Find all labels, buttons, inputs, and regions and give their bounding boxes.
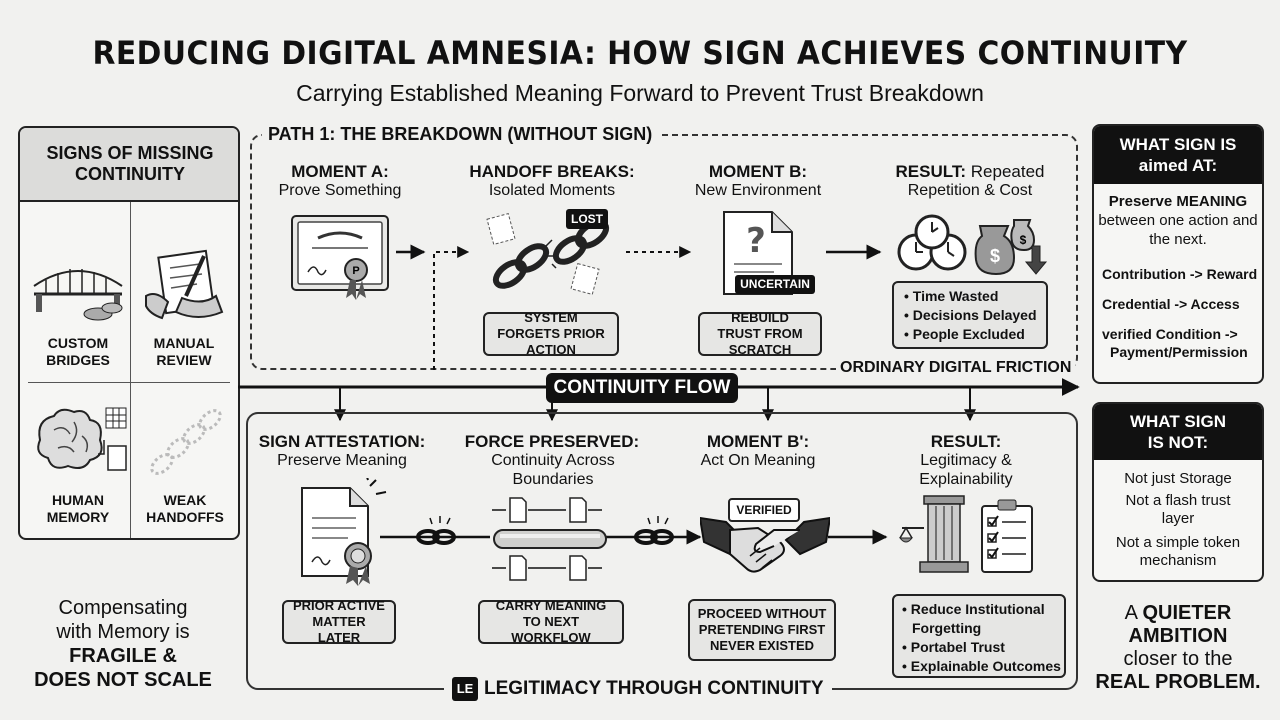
uncertain-badge: UNCERTAIN: [735, 275, 815, 294]
left-footer-line3: FRAGILE &: [69, 645, 177, 667]
pillar-checklist-icon: [898, 495, 1033, 573]
right-footer-line2: AMBITION: [1128, 625, 1228, 647]
moment-b-prime-title: MOMENT B':: [706, 432, 810, 451]
left-panel-divider-h: [28, 382, 230, 383]
result-bold: RESULT:: [895, 162, 967, 181]
handoff-breaks-title: HANDOFF BREAKS:: [469, 162, 635, 181]
right-footer-quieter: QUIETER: [1142, 602, 1232, 624]
legitimacy-label: LEGITIMACY THROUGH CONTINUITY: [484, 678, 824, 699]
moment-a-title: MOMENT A:: [291, 162, 389, 181]
hand-writing-icon: [145, 249, 224, 320]
page-subtitle: Carrying Established Meaning Forward to …: [296, 80, 984, 106]
moment-a-sub: Prove Something: [278, 182, 402, 199]
proceed-tag: PROCEED WITHOUT PRETENDING FIRST NEVER E…: [688, 599, 836, 661]
moment-b-prime-sub: Act On Meaning: [700, 452, 816, 469]
result-item-time: • Time Wasted: [904, 288, 999, 304]
result2-item-portable: • Portabel Trust: [902, 639, 1005, 655]
sealed-document-icon: [301, 478, 387, 586]
result-path2-list: • Reduce Institutional Forgetting • Port…: [892, 594, 1066, 678]
friction-label: ORDINARY DIGITAL FRICTION: [836, 359, 1076, 377]
sign-attestation-sub: Preserve Meaning: [277, 452, 407, 469]
is-not-item-storage: Not just Storage: [1124, 470, 1232, 487]
aimed-at-lead-rest: between one action and the next.: [1098, 212, 1258, 248]
handoff-breaks-sub: Isolated Moments: [488, 182, 616, 199]
left-panel: SIGNS OF MISSING CONTINUITY CUSTOM BRIDG…: [18, 126, 240, 540]
aimed-at-panel: WHAT SIGN IS aimed AT: Preserve MEANING …: [1092, 124, 1264, 384]
result2-item-explainable: • Explainable Outcomes: [902, 658, 1061, 674]
result-path1-sub: Repetition & Cost: [907, 182, 1033, 199]
left-footer-line4: DOES NOT SCALE: [34, 669, 212, 691]
is-not-panel: WHAT SIGN IS NOT: Not just Storage Not a…: [1092, 402, 1264, 582]
legitimacy-label-wrap: LE LEGITIMACY THROUGH CONTINUITY: [444, 676, 832, 702]
result-path2-sub: Legitimacy & Explainability: [919, 452, 1013, 488]
aimed-at-lead-bold: Preserve MEANING: [1108, 193, 1248, 210]
right-footer-line1: A QUIETER: [1088, 602, 1268, 625]
right-footer-line3: closer to the: [1123, 648, 1233, 670]
aimed-item-contribution: Contribution -> Reward: [1102, 266, 1258, 282]
carry-meaning-tag: CARRY MEANING TO NEXT WORKFLOW: [478, 598, 624, 645]
result-path2-title: RESULT:: [930, 432, 1002, 451]
result-item-people: • People Excluded: [904, 326, 1025, 342]
aimed-at-lead: Preserve MEANING between one action and …: [1098, 192, 1258, 249]
pipe-documents-icon: [492, 497, 607, 581]
moment-b-sub: New Environment: [694, 182, 822, 199]
svg-text:P: P: [352, 265, 359, 277]
path1-box: [250, 134, 1078, 370]
svg-text:$: $: [990, 246, 1000, 266]
legitimacy-badge: LE: [452, 677, 478, 701]
question-document-icon: ?: [723, 211, 793, 295]
human-memory-label: HUMAN MEMORY: [46, 492, 110, 525]
left-footer-line1: Compensating: [58, 597, 188, 619]
svg-text:$: $: [1020, 233, 1027, 247]
clocks-money-icon: $ $: [897, 214, 1048, 276]
bridge-icon: [33, 269, 123, 321]
prior-active-tag: PRIOR ACTIVE MATTER LATER: [282, 598, 396, 645]
aimed-item-credential: Credential -> Access: [1102, 296, 1240, 312]
path1-label: PATH 1: THE BREAKDOWN (WITHOUT SIGN): [262, 124, 659, 145]
brain-icon: [37, 407, 127, 471]
is-not-heading: WHAT SIGN IS NOT:: [1094, 404, 1262, 460]
right-footer-a: A: [1124, 602, 1143, 624]
result-item-decisions: • Decisions Delayed: [904, 307, 1037, 323]
aimed-item-payment: Payment/Permission: [1110, 344, 1248, 360]
certificate-icon: P: [291, 215, 389, 300]
right-footer-line4: REAL PROBLEM.: [1095, 671, 1261, 693]
continuity-flow-label: CONTINUITY FLOW: [546, 373, 738, 403]
left-footer: Compensating with Memory is FRAGILE & DO…: [18, 596, 228, 692]
rebuild-trust-tag: REBUILD TRUST FROM SCRATCH: [698, 310, 822, 357]
aimed-at-heading: WHAT SIGN IS aimed AT:: [1094, 126, 1262, 184]
left-panel-header: [20, 128, 238, 202]
right-footer: A QUIETER AMBITION closer to the REAL PR…: [1088, 602, 1268, 694]
left-panel-divider-v: [130, 202, 131, 538]
custom-bridges-label: CUSTOM BRIDGES: [46, 335, 110, 368]
is-not-item-token: Not a simple token mechanism: [1115, 534, 1241, 569]
result-rest: Repeated: [966, 162, 1045, 181]
faded-chain-icon: [150, 409, 222, 475]
page-title: REDUCING DIGITAL AMNESIA: HOW SIGN ACHIE…: [92, 34, 1188, 72]
handshake-icon: [700, 516, 830, 573]
result-path1-title: RESULT: Repeated: [880, 162, 1060, 182]
result2-item-reduce: • Reduce Institutional: [902, 601, 1045, 617]
svg-text:?: ?: [746, 221, 766, 261]
lost-badge: LOST: [566, 209, 608, 229]
sign-attestation-title: SIGN ATTESTATION:: [258, 432, 426, 451]
verified-badge: VERIFIED: [728, 498, 800, 522]
aimed-item-verified: verified Condition ->: [1102, 326, 1238, 342]
result2-item-forgetting: Forgetting: [912, 620, 982, 636]
moment-b-title: MOMENT B:: [708, 162, 808, 181]
system-forgets-tag: SYSTEM FORGETS PRIOR ACTION: [483, 310, 619, 357]
weak-handoffs-label: WEAK HANDOFFS: [146, 492, 224, 525]
force-preserved-sub: Continuity Across Boundaries: [491, 452, 615, 488]
left-footer-line2: with Memory is: [56, 621, 190, 643]
manual-review-label: MANUAL REVIEW: [153, 335, 215, 368]
left-panel-heading: SIGNS OF MISSING CONTINUITY: [46, 143, 214, 184]
is-not-item-flash: Not a flash trust layer: [1125, 492, 1231, 527]
force-preserved-title: FORCE PRESERVED:: [464, 432, 640, 451]
result-path1-list: • Time Wasted • Decisions Delayed • Peop…: [892, 281, 1048, 349]
